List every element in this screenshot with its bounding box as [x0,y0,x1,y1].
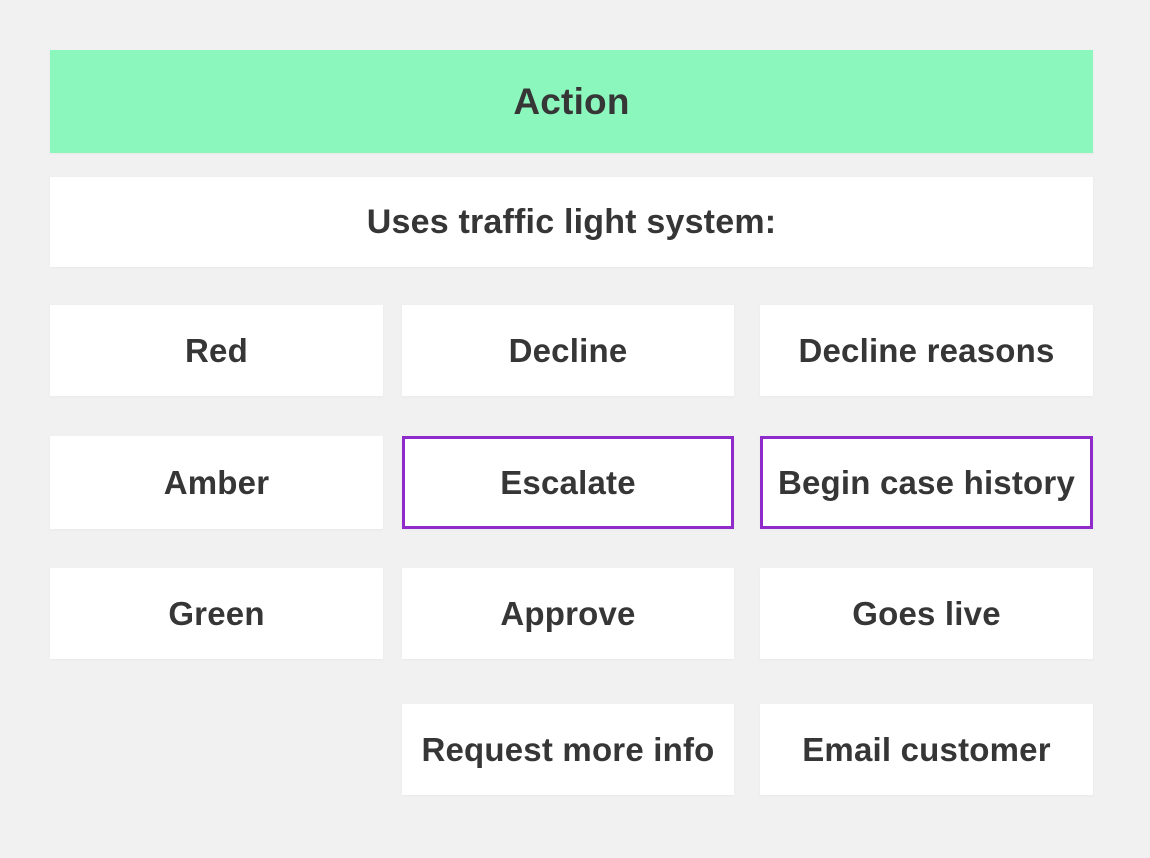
cell-begin-case-history-label: Begin case history [777,463,1076,501]
cell-amber[interactable]: Amber [50,436,383,529]
header-action[interactable]: Action [50,50,1093,153]
cell-escalate[interactable]: Escalate [402,436,734,529]
cell-goes-live-label: Goes live [852,594,1001,632]
cell-email-customer-label: Email customer [802,730,1051,768]
cell-goes-live[interactable]: Goes live [760,568,1093,659]
cell-email-customer[interactable]: Email customer [760,704,1093,795]
cell-decline-reasons[interactable]: Decline reasons [760,305,1093,396]
cell-decline[interactable]: Decline [402,305,734,396]
cell-request-more-info-label: Request more info [421,730,715,768]
cell-green[interactable]: Green [50,568,383,659]
cell-begin-case-history[interactable]: Begin case history [760,436,1093,529]
header-action-label: Action [513,80,630,122]
cell-red-label: Red [185,331,248,369]
cell-decline-label: Decline [508,331,628,369]
cell-green-label: Green [168,594,265,632]
cell-approve[interactable]: Approve [402,568,734,659]
cell-request-more-info[interactable]: Request more info [402,704,734,795]
cell-approve-label: Approve [500,594,636,632]
cell-decline-reasons-label: Decline reasons [798,331,1055,369]
subtitle-label: Uses traffic light system: [366,202,777,241]
cell-red[interactable]: Red [50,305,383,396]
cell-amber-label: Amber [163,463,270,501]
cell-escalate-label: Escalate [500,463,636,501]
subtitle-box[interactable]: Uses traffic light system: [50,177,1093,267]
